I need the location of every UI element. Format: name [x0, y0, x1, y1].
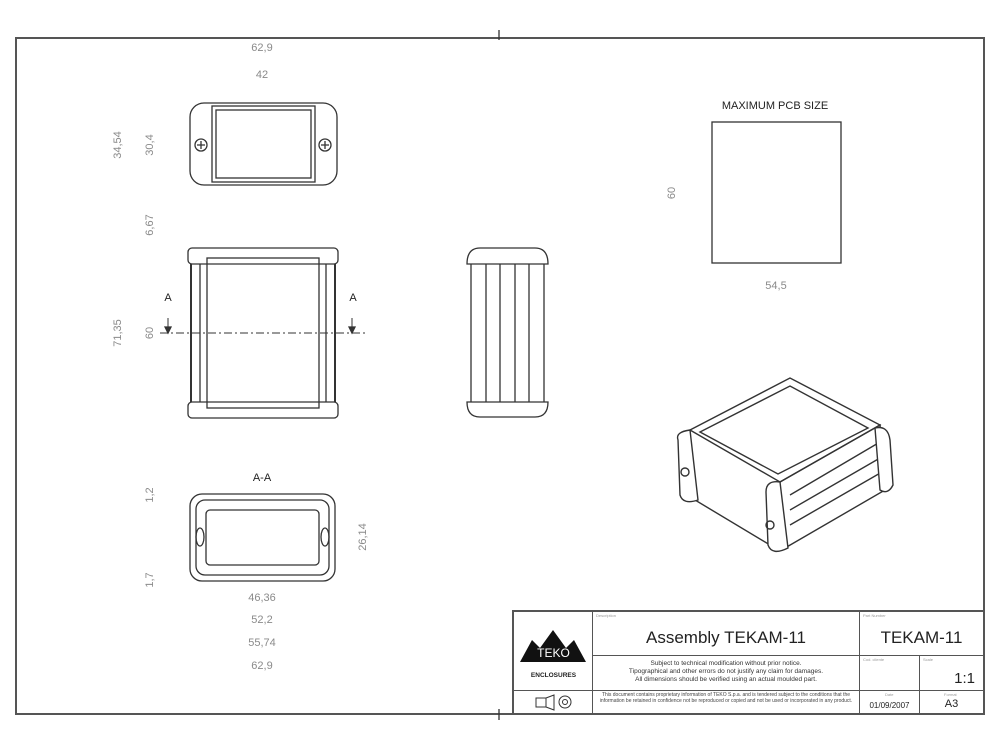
dim-front-inner-height: 60 [144, 326, 156, 340]
format-cell: Format A3 [920, 691, 984, 714]
dim-front-offset: 6,67 [144, 214, 156, 236]
dim-front-overall-height: 71,35 [112, 319, 124, 347]
format-label: Format [944, 692, 957, 697]
logo-text: TEKO [537, 646, 570, 660]
dim-section-w4: 62,9 [251, 660, 273, 672]
dim-section-w1: 46,36 [248, 592, 276, 604]
projection-symbol-cell [514, 691, 593, 714]
dim-top-inner-height: 30,4 [144, 134, 156, 156]
description-cell: Description Assembly TEKAM-11 [593, 612, 860, 656]
dim-section-w3: 55,74 [248, 637, 276, 649]
description: Assembly TEKAM-11 [646, 628, 806, 647]
date-label: Date [885, 692, 894, 697]
section-marker-right: A [349, 292, 357, 304]
customer-code-label: Cod. cliente [863, 657, 885, 662]
part-number-label: Part Number [863, 613, 886, 618]
scale-cell: Scale 1:1 [920, 656, 984, 691]
logo-cell: TEKO ENCLOSURES [514, 612, 593, 691]
dim-top-overall-height: 34,54 [112, 131, 124, 159]
drawing-frame [15, 37, 985, 715]
title-block: TEKO ENCLOSURES Description Assembly TEK… [512, 610, 984, 714]
dim-top-inner-width: 42 [255, 69, 269, 81]
scale-label: Scale [923, 657, 934, 662]
dim-section-wall-bottom: 1,7 [144, 572, 156, 588]
pcb-title: MAXIMUM PCB SIZE [721, 100, 829, 112]
teko-logo [520, 630, 586, 662]
section-title: A-A [252, 472, 272, 484]
front-view [160, 247, 365, 419]
format: A3 [944, 698, 959, 710]
section-marker-left: A [164, 292, 172, 304]
date-cell: Date 01/09/2007 [860, 691, 920, 714]
proprietary-notice: This document contains proprietary infor… [593, 691, 860, 714]
dim-top-overall-width: 62,9 [251, 42, 273, 54]
projection-symbol-icon [535, 694, 572, 711]
pcb-outline [711, 121, 842, 264]
isometric-view [676, 377, 894, 553]
top-view [189, 102, 338, 186]
side-view [466, 247, 549, 418]
customer-code-cell: Cod. cliente [860, 656, 920, 691]
logo-subtitle: ENCLOSURES [530, 672, 577, 679]
part-number: TEKAM-11 [880, 628, 963, 647]
pcb-width-dim: 54,5 [765, 280, 787, 292]
note-line: Tipographical and other errors do not ju… [628, 668, 824, 675]
note-line: All dimensions should be verified using … [635, 676, 817, 683]
pcb-height-dim: 60 [666, 186, 678, 200]
dim-section-w2: 52,2 [251, 614, 273, 626]
part-number-cell: Part Number TEKAM-11 [860, 612, 984, 656]
section-view [189, 493, 336, 582]
note-line: Subject to technical modification withou… [650, 660, 802, 667]
notes-cell: Subject to technical modification withou… [593, 656, 860, 691]
description-label: Description [596, 613, 617, 618]
dim-section-height: 26,14 [357, 523, 369, 551]
scale: 1:1 [954, 670, 975, 687]
date: 01/09/2007 [869, 701, 910, 710]
dim-section-wall-top: 1,2 [144, 487, 156, 503]
